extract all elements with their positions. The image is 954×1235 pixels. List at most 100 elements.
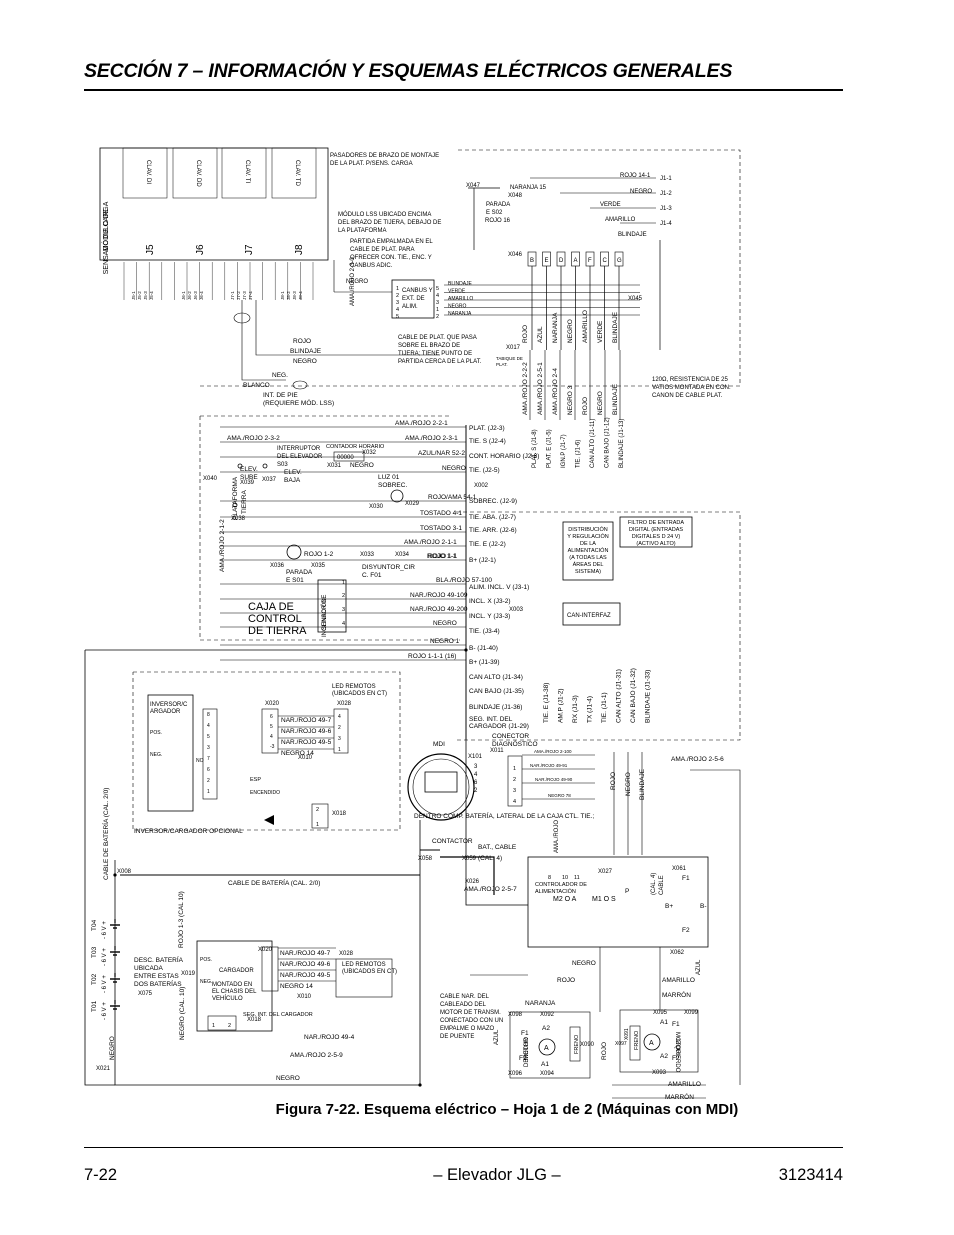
wire-label: CAN BAJO (J1-12) [605, 417, 611, 468]
wire-label: NEGRO 3 [567, 385, 574, 415]
note-label: PLAT. [496, 362, 508, 367]
wire-label: RX (J1-3) [572, 695, 579, 723]
wire-label: NAR./ROJO 49-5 [281, 739, 332, 746]
header-rule [84, 89, 843, 91]
connector-label: X075 [138, 991, 153, 997]
pin-label: NEG. [150, 752, 162, 758]
module-label: SENSOR DE [322, 595, 328, 630]
connector-label: X031 [327, 463, 342, 469]
module-label: FILTRO DE ENTRADA [628, 520, 684, 526]
module-label: DIGITAL (ENTRADAS [629, 527, 683, 533]
diode [264, 815, 274, 825]
pin-label: 1 [342, 580, 345, 586]
junction-dot [464, 648, 468, 652]
wire-label: TIE. E (J1-38) [543, 683, 550, 723]
battery-voltage: - 6 V + [102, 948, 108, 966]
note-label: VATIOS MONTADA EN CON. [652, 385, 731, 391]
wire-label: ROJO 1-1 [427, 553, 457, 560]
wire-label: NEGRO [433, 620, 457, 627]
connector-label: X029 [405, 501, 420, 507]
doc-number: 3123414 [778, 1166, 843, 1184]
power-distribution [562, 521, 614, 581]
wire-label: BLINDAJE (J1-13) [619, 419, 625, 468]
wire [440, 856, 495, 895]
connector-label: X061 [672, 866, 687, 872]
pin-label: 4 [270, 734, 273, 740]
wire-label: NO [196, 758, 204, 764]
module-label: MONTADO EN [212, 982, 252, 988]
left-drive-motor [643, 1033, 661, 1051]
pin-label: 4 [474, 772, 478, 778]
wire-label: BAT., CABLE [478, 844, 517, 851]
connector-label: X037 [262, 477, 277, 483]
wire [84, 650, 115, 1086]
wire-label: NAR./ROJO 49-6 [280, 961, 331, 968]
wire-label: NEGRO [630, 189, 652, 195]
inverter-charger [147, 694, 194, 812]
module-label: (ACTIVO ALTO) [636, 541, 675, 547]
pin-label: 3 [207, 745, 210, 751]
connector-label: X091 [624, 1028, 630, 1040]
connector-label: J5 [145, 244, 156, 255]
charger-module [196, 940, 273, 1032]
wire-label: CAN ALTO (J1-11) [590, 419, 596, 468]
wire-label: AMARILLO [668, 1081, 701, 1088]
box-title: CAJA DE [248, 601, 294, 613]
wire-label: BLINDAJE [290, 348, 322, 355]
wire-label: ROJO 1-1-1 (16) [408, 653, 456, 660]
wire-label: NARANJA 15 [510, 185, 547, 191]
remote-led-box [335, 958, 393, 998]
pin-label: J8-2 [286, 291, 291, 300]
wire-label: BLINDAJE [612, 311, 619, 343]
note-label: TIJERA; TIENE PUNTO DE [398, 351, 472, 357]
connector-block [261, 946, 279, 992]
pin-label: TIE. (J2-5) [469, 467, 500, 474]
pin-label: J6-1 [181, 291, 186, 300]
note-label: CABLE DE PLAT. PARA [350, 247, 414, 253]
box-title: CONTROL [248, 613, 302, 625]
wire-label: AMA./ROJO 2-5-7 [464, 886, 517, 893]
connector-label: X032 [362, 450, 377, 456]
wire [465, 738, 528, 906]
pin-label-block [122, 147, 168, 199]
wire-label: ESP [250, 777, 261, 783]
footer-rule [84, 1147, 843, 1148]
pin-label: CARGADOR (J1-29) [469, 723, 529, 730]
wire-label: BLINDAJE [639, 768, 646, 800]
wire-label: PLAT. S (J1-8) [532, 429, 538, 468]
module-label: DE LA [580, 541, 596, 547]
hour-meter-value: 00000 [337, 455, 354, 461]
wire-label: ROJO [557, 977, 575, 984]
motor-label: DERECHO [524, 1037, 530, 1067]
wire-label: NARANJA [448, 311, 472, 317]
connector-label: X101 [468, 754, 483, 760]
wire-label: VERDE [448, 289, 466, 295]
connector-label: X010 [298, 755, 313, 761]
module-label: (A TODAS LAS [569, 555, 607, 561]
pin-label: J1-3 [660, 206, 672, 212]
pin-label: B- (J1-40) [469, 645, 498, 652]
wire-label: AMARILLO [582, 310, 589, 343]
pin-label: NEG. [200, 979, 212, 985]
wire-label: 1 [212, 1023, 215, 1029]
switch-label: SUBE [240, 474, 258, 481]
pin-label: 1 [316, 822, 319, 828]
module-label: CANBUS Y [402, 288, 433, 294]
mdi-display [407, 753, 475, 821]
wire [690, 769, 741, 1085]
module-label: CAN-INTERFAZ [567, 613, 611, 619]
pin-label: PLAT. (J2-3) [469, 425, 505, 432]
pin-label: 2 [207, 778, 210, 784]
pin-label: J5-1 [131, 291, 136, 300]
wire-label: AMA./ROJO [554, 820, 560, 853]
wire-label: PLATAFORMA [232, 476, 239, 520]
note-label: CABLE DE PLAT. QUE PASA [398, 335, 477, 341]
wire-label: BLANCO [243, 382, 270, 389]
wire-label: AMA./ROJO 2-5-9 [290, 1052, 343, 1059]
terminal-label: A2 [542, 1025, 550, 1032]
note-label: 120Ω, RESISTENCIA DE 25 [652, 377, 729, 383]
digital-input-filter [619, 516, 693, 548]
wire-label: NEGRO [625, 772, 632, 796]
pin-label: J6-4 [199, 291, 204, 300]
wire-label: NEGRO [276, 1075, 300, 1082]
